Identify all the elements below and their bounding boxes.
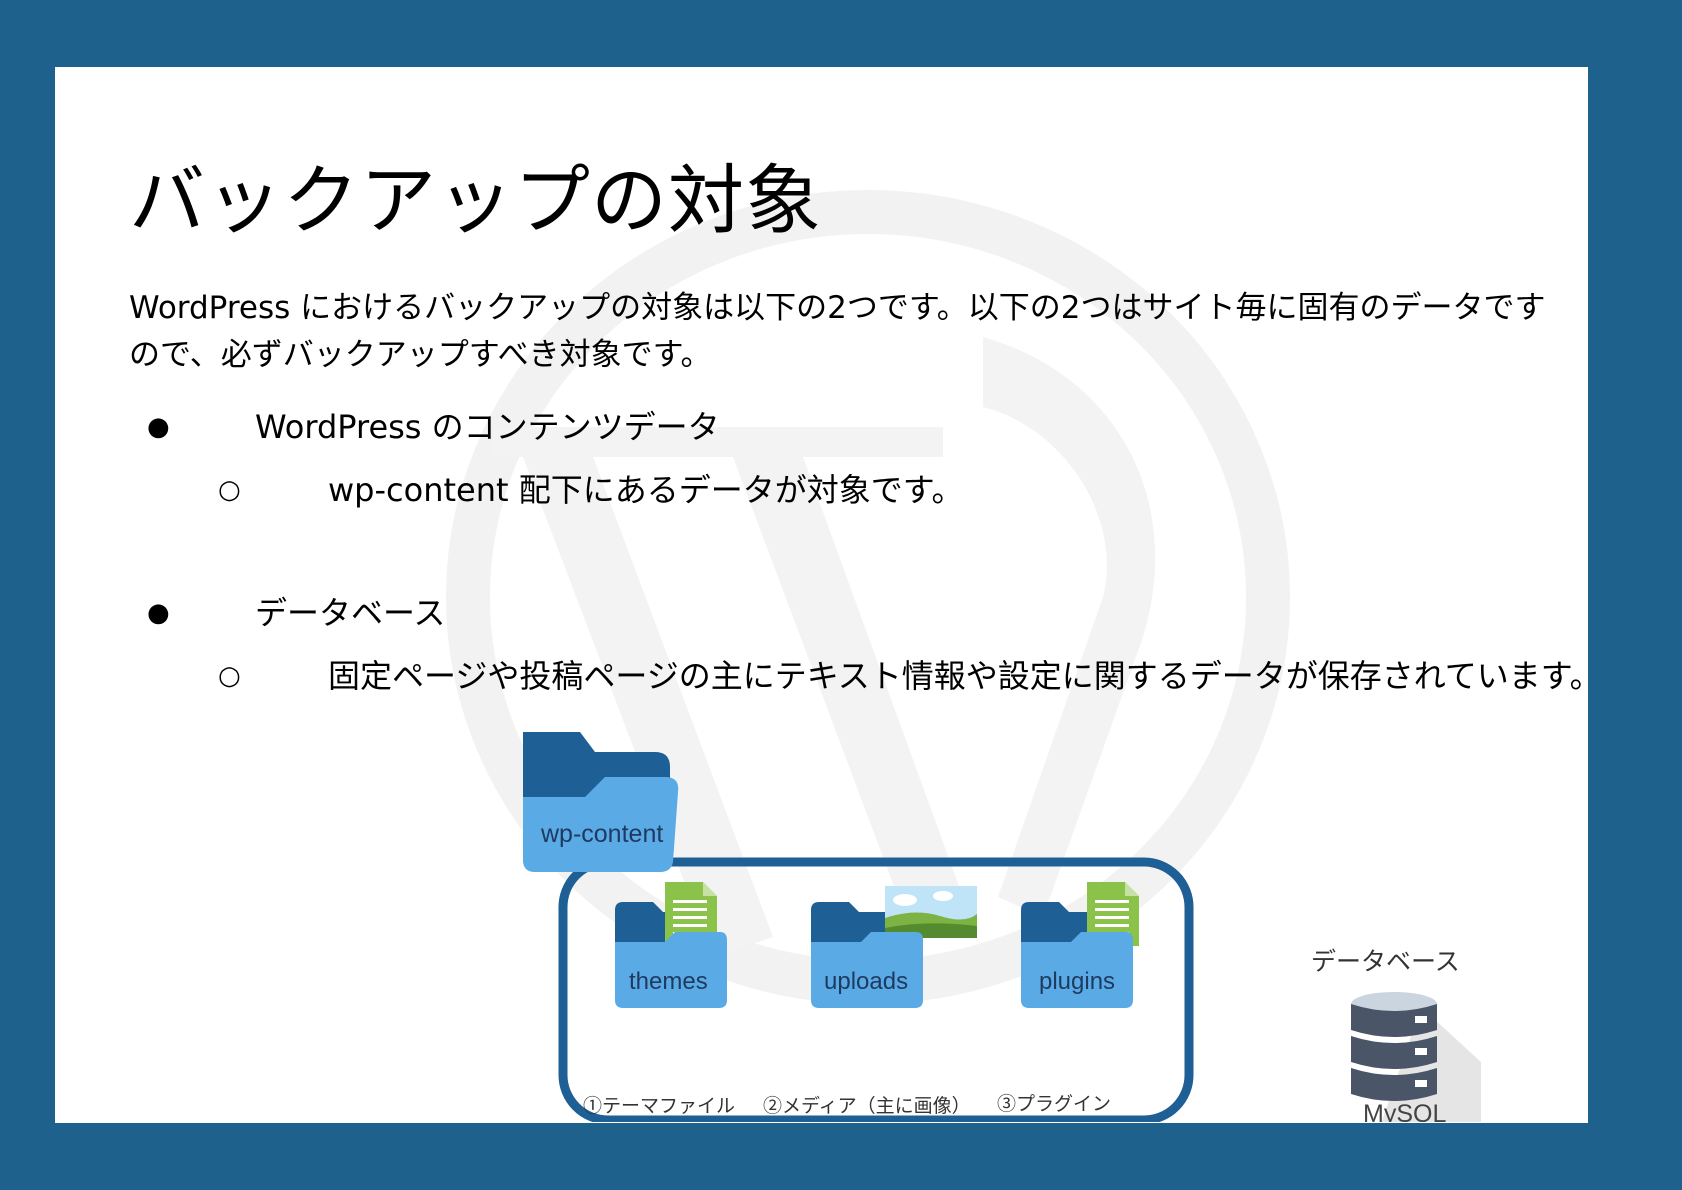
slide-title: バックアップの対象 bbox=[129, 156, 822, 245]
bullet-item-content-data: ● WordPress のコンテンツデータ bbox=[147, 407, 1047, 447]
folder-caption-uploads: ②メディア（主に画像） bbox=[763, 1095, 971, 1117]
wp-content-label: wp-content bbox=[540, 820, 663, 848]
database-title: データベース bbox=[1311, 948, 1460, 976]
folder-caption-plugins: ③プラグイン bbox=[997, 1093, 1111, 1115]
intro-paragraph: WordPress におけるバックアップの対象は以下の2つです。以下の2つはサイ… bbox=[129, 290, 1546, 373]
image-icon bbox=[885, 886, 977, 938]
slide: バックアップの対象 WordPress におけるバックアップの対象は以下の2つで… bbox=[55, 67, 1588, 1123]
bullet-label: データベース bbox=[255, 594, 446, 632]
folder-label-uploads: uploads bbox=[824, 968, 908, 995]
database-icon bbox=[1351, 992, 1481, 1123]
folder-plugins: plugins bbox=[1021, 882, 1139, 1008]
folder-caption-themes: ①テーマファイル bbox=[583, 1095, 735, 1117]
backup-diagram: wp-content themes ①テーマファイル bbox=[495, 732, 1495, 1123]
folder-themes: themes bbox=[615, 882, 727, 1008]
bullet-label: WordPress のコンテンツデータ bbox=[255, 408, 720, 446]
database-label: MySQL bbox=[1363, 1100, 1446, 1122]
sub-bullet-item-wp-content: ○ wp-content 配下にあるデータが対象です。 bbox=[218, 470, 1118, 510]
bullet-mark: ● bbox=[147, 412, 170, 442]
sub-bullet-mark: ○ bbox=[218, 475, 241, 505]
folder-label-plugins: plugins bbox=[1039, 968, 1115, 995]
document-icon bbox=[665, 882, 717, 946]
bullet-item-database: ● データベース bbox=[147, 593, 1047, 633]
sub-bullet-mark: ○ bbox=[218, 661, 241, 691]
sub-bullet-label: wp-content 配下にあるデータが対象です。 bbox=[328, 471, 964, 509]
folder-uploads: uploads bbox=[811, 886, 977, 1008]
sub-bullet-item-database-detail: ○ 固定ページや投稿ページの主にテキスト情報や設定に関するデータが保存されていま… bbox=[218, 656, 1588, 696]
bullet-mark: ● bbox=[147, 598, 170, 628]
folder-label-themes: themes bbox=[629, 968, 708, 995]
wp-content-folder-icon: wp-content bbox=[523, 732, 679, 872]
wp-content-frame bbox=[558, 857, 1194, 1123]
sub-bullet-label: 固定ページや投稿ページの主にテキスト情報や設定に関するデータが保存されています。 bbox=[328, 657, 1588, 695]
